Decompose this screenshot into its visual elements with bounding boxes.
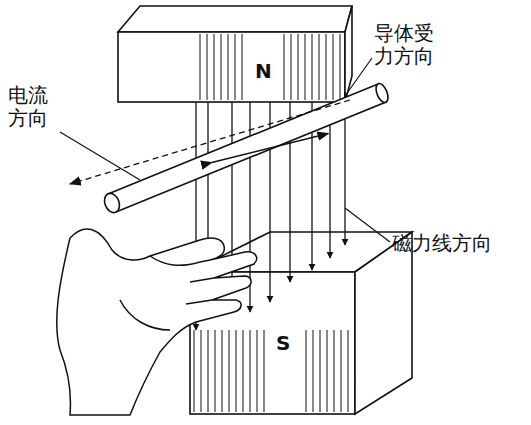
- pole-label: N: [253, 60, 274, 83]
- force-arrow: [212, 133, 328, 162]
- force-label: 导体受力方向: [374, 22, 440, 68]
- leader-lines: [60, 58, 390, 242]
- current-arrow: [70, 100, 350, 184]
- magnet-hatching: [200, 34, 340, 100]
- north-magnet: [118, 6, 352, 102]
- current-label: 电流方向: [8, 84, 52, 130]
- magnet-hatching: [194, 330, 348, 412]
- left-hand: [57, 229, 257, 415]
- conductor-rod: [102, 82, 391, 215]
- pole-label: S: [274, 332, 292, 355]
- field-label: 磁力线方向: [392, 232, 492, 255]
